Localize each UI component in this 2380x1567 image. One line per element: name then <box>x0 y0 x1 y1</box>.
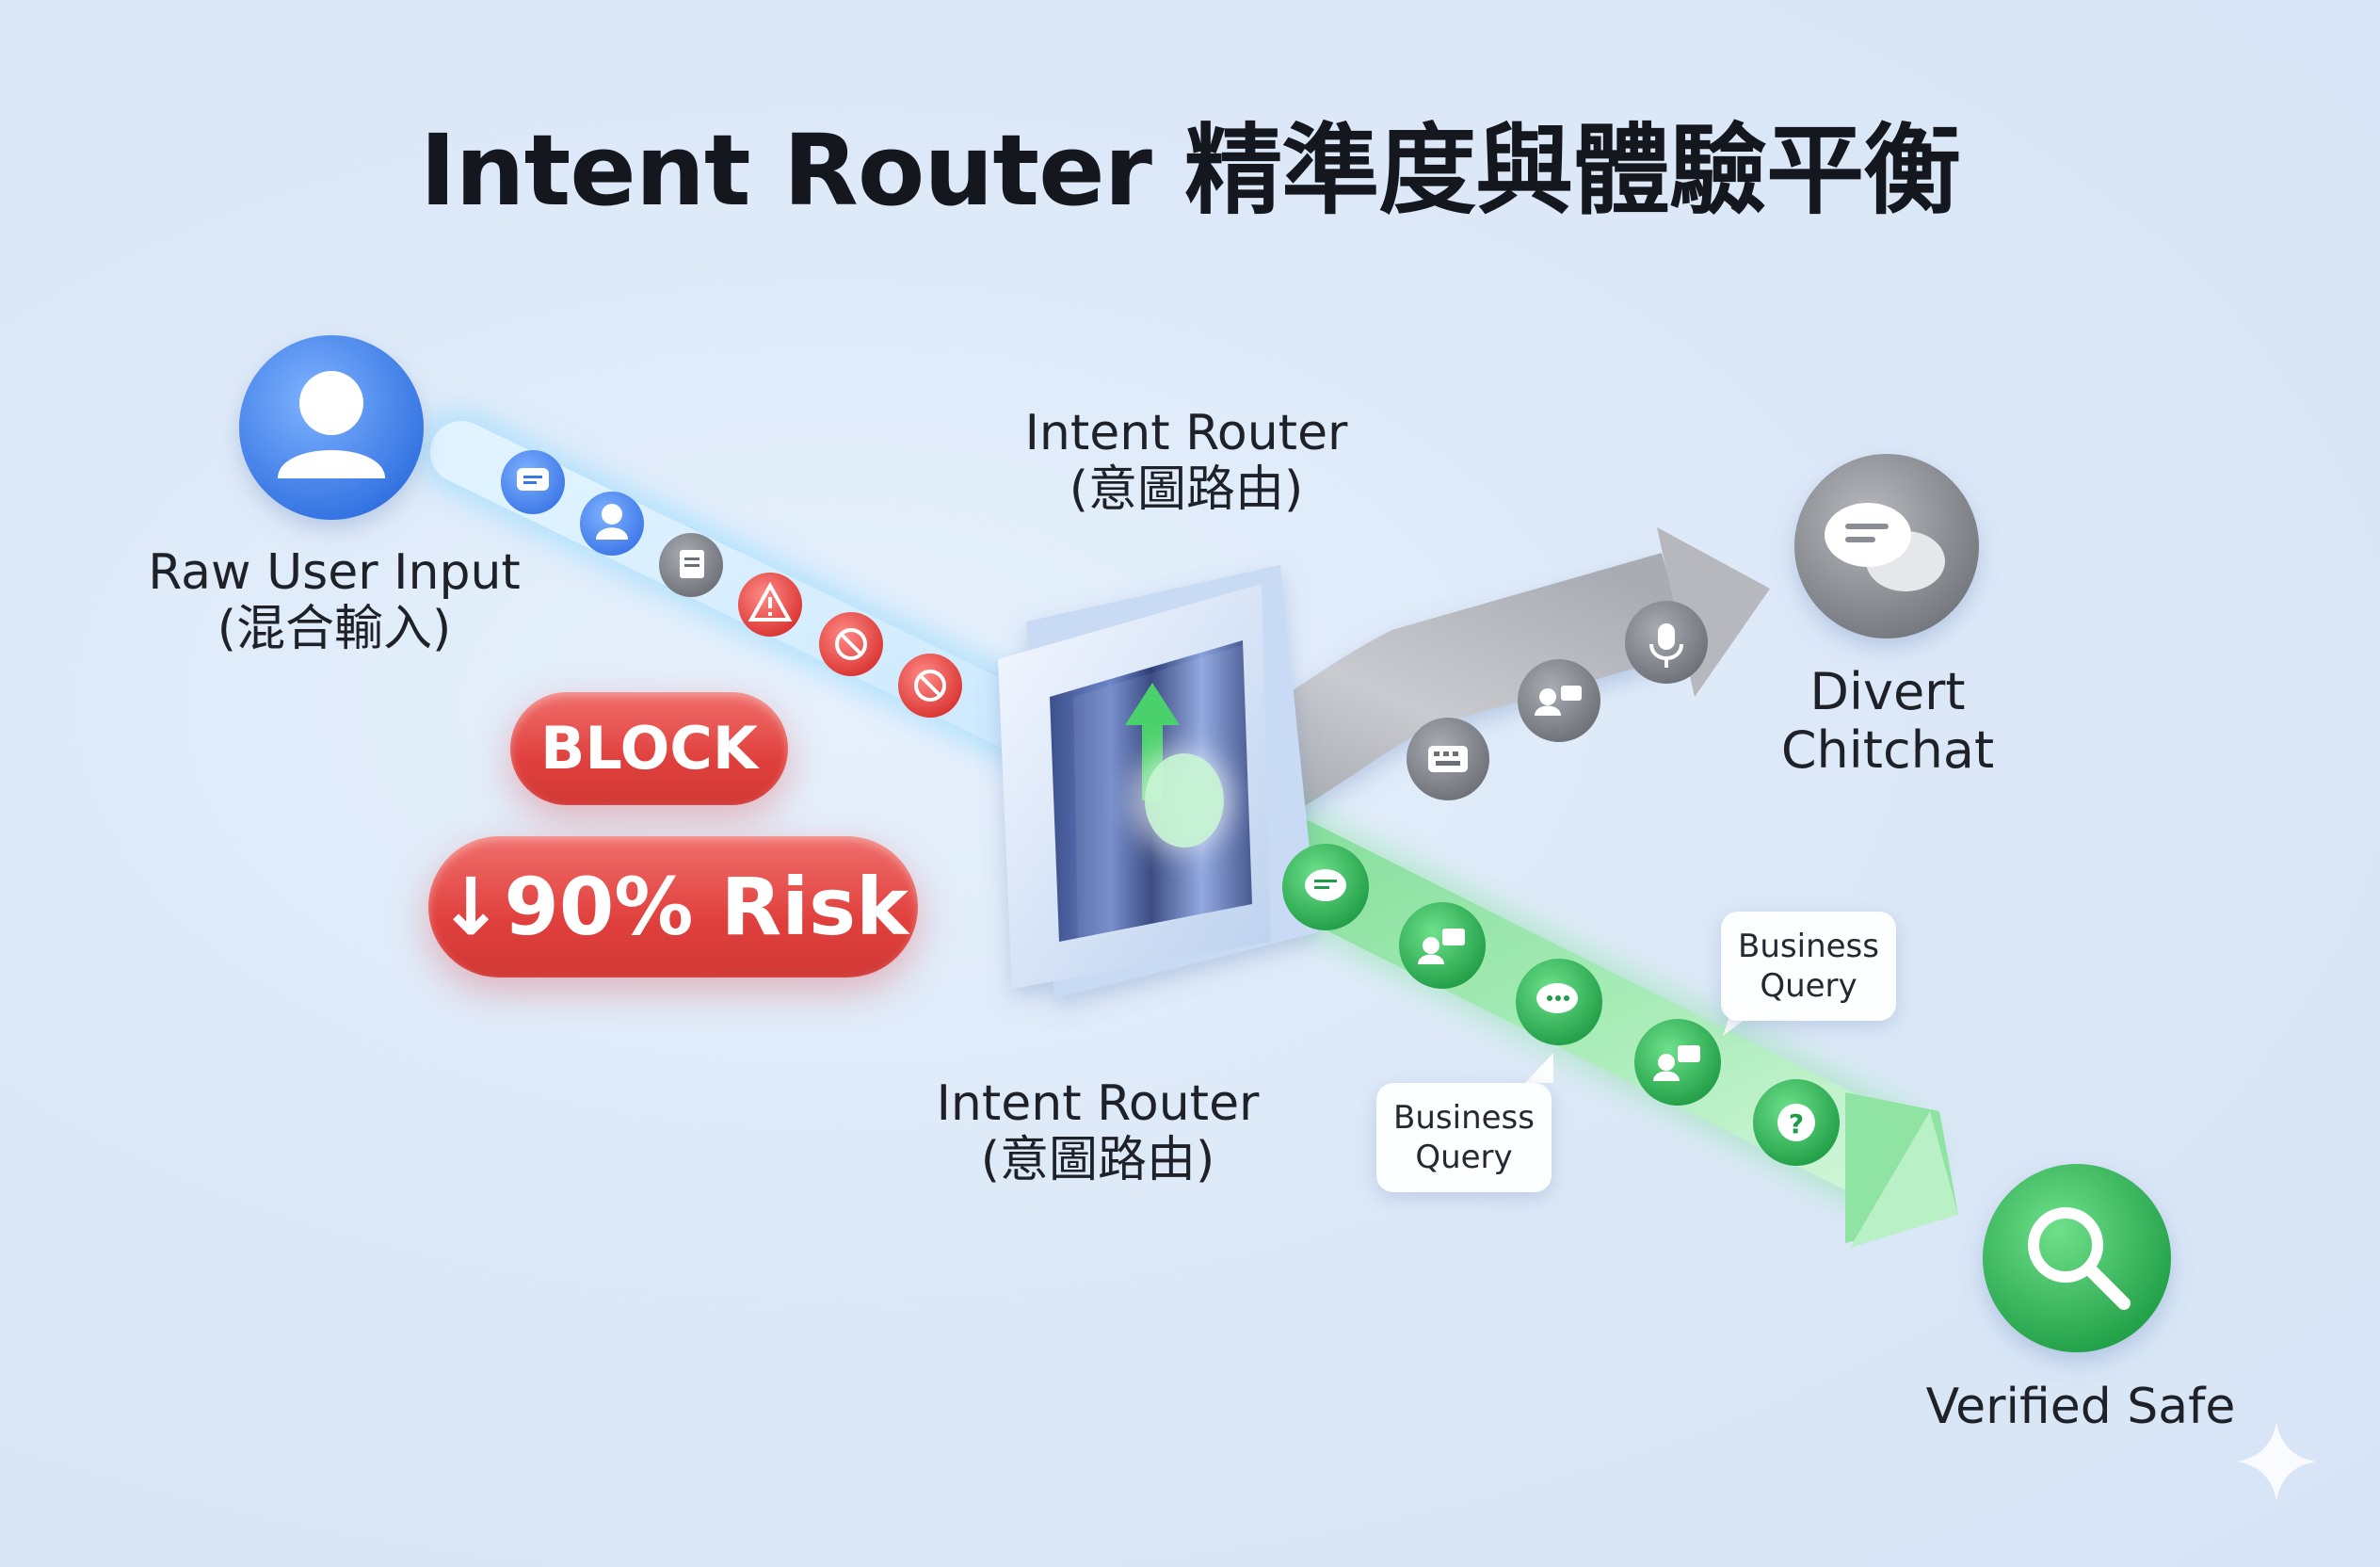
microphone-icon <box>1625 601 1708 684</box>
router-top-label-line2: (意圖路由) <box>1069 461 1304 518</box>
forbidden-icon <box>819 612 883 676</box>
tag-line2: Query <box>1760 967 1857 1005</box>
forbidden-icon <box>898 654 962 718</box>
speech-icon <box>1516 959 1602 1045</box>
keyboard-icon <box>1407 718 1489 800</box>
message-icon <box>501 450 565 514</box>
intent-router-gate <box>998 565 1318 998</box>
divert-label: Divert Chitchat <box>1751 663 2024 780</box>
svg-text:?: ? <box>1789 1108 1804 1139</box>
tag-line2: Query <box>1415 1139 1513 1176</box>
question-icon: ? <box>1753 1079 1840 1166</box>
router-bottom-label-line2: (意圖路由) <box>980 1132 1215 1188</box>
divert-label-line1: Divert <box>1809 662 1966 721</box>
business-query-tag: Business Query <box>1376 1083 1552 1192</box>
router-top-label-line1: Intent Router <box>1024 405 1348 461</box>
router-top-label: Intent Router (意圖路由) <box>998 405 1375 518</box>
tag-pointer <box>1525 1053 1553 1083</box>
search-icon <box>1983 1164 2171 1352</box>
input-label-line1: Raw User Input <box>148 544 521 601</box>
block-badge: BLOCK <box>510 692 788 805</box>
business-query-tag: Business Query <box>1721 912 1896 1021</box>
input-label-line2: (混合輸入) <box>217 601 452 657</box>
router-bottom-label: Intent Router (意圖路由) <box>909 1075 1286 1188</box>
page-title: Intent Router 精準度與體驗平衡 <box>419 113 1961 228</box>
person-chat-icon <box>1399 902 1486 989</box>
user-icon <box>580 492 644 556</box>
router-bottom-label-line1: Intent Router <box>936 1075 1260 1132</box>
warning-icon <box>738 573 802 637</box>
sparkle-icon <box>2237 1422 2316 1501</box>
business-stream-icons: ? <box>1282 844 1840 1166</box>
risk-badge: ↓90% Risk <box>428 836 918 977</box>
tag-line1: Business <box>1393 1099 1535 1137</box>
document-icon <box>659 533 723 597</box>
tag-line1: Business <box>1738 928 1879 965</box>
chitchat-stream-icons <box>1407 601 1708 800</box>
message-icon <box>1282 844 1369 930</box>
verified-safe-label: Verified Safe <box>1925 1379 2236 1435</box>
divert-label-line2: Chitchat <box>1780 720 1995 780</box>
input-stream-icons <box>501 450 962 718</box>
input-label: Raw User Input (混合輸入) <box>141 544 527 657</box>
people-chat-icon <box>1518 659 1600 742</box>
user-avatar <box>239 335 424 520</box>
person-chat-icon <box>1634 1019 1721 1106</box>
chat-bubbles-icon <box>1794 454 1979 638</box>
